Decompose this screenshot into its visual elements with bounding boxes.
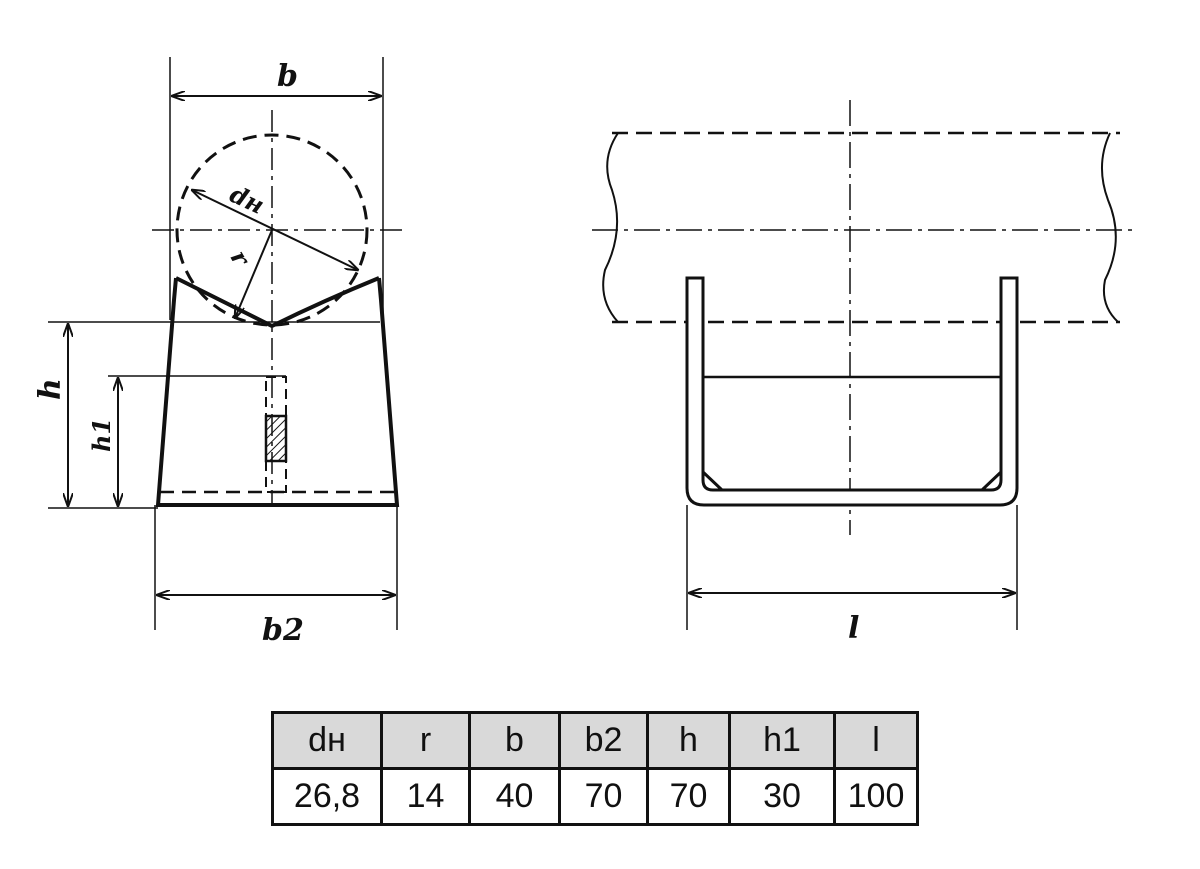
header-cell: dн: [271, 711, 383, 770]
label-dn: dн: [225, 179, 268, 220]
label-l: l: [848, 611, 859, 646]
value-cell: 40: [468, 767, 561, 826]
header-cell: h: [646, 711, 731, 770]
side-view: [48, 57, 405, 630]
label-h1: h1: [87, 418, 116, 452]
u-clamp: [685, 276, 1019, 507]
value-cell: 70: [558, 767, 649, 826]
dimensions-table: dн r b b2 h h1 l 26,8 14 40 70 70 30 100: [271, 711, 919, 826]
label-b: b: [277, 59, 298, 94]
header-cell: r: [380, 711, 471, 770]
value-cell: 30: [728, 767, 836, 826]
header-cell: b: [468, 711, 561, 770]
pipe-section: [175, 133, 369, 327]
header-cell: b2: [558, 711, 649, 770]
value-cell: 14: [380, 767, 471, 826]
saddle-support: [155, 277, 400, 507]
table-row: 26,8 14 40 70 70 30 100: [271, 767, 919, 826]
label-h: h: [33, 378, 68, 400]
table-header-row: dн r b b2 h h1 l: [271, 711, 919, 770]
value-cell: 26,8: [271, 767, 383, 826]
label-b2: b2: [262, 613, 304, 648]
header-cell: l: [833, 711, 919, 770]
front-view: [592, 100, 1132, 630]
value-cell: 100: [833, 767, 919, 826]
label-r: r: [225, 245, 258, 272]
value-cell: 70: [646, 767, 731, 826]
header-cell: h1: [728, 711, 836, 770]
